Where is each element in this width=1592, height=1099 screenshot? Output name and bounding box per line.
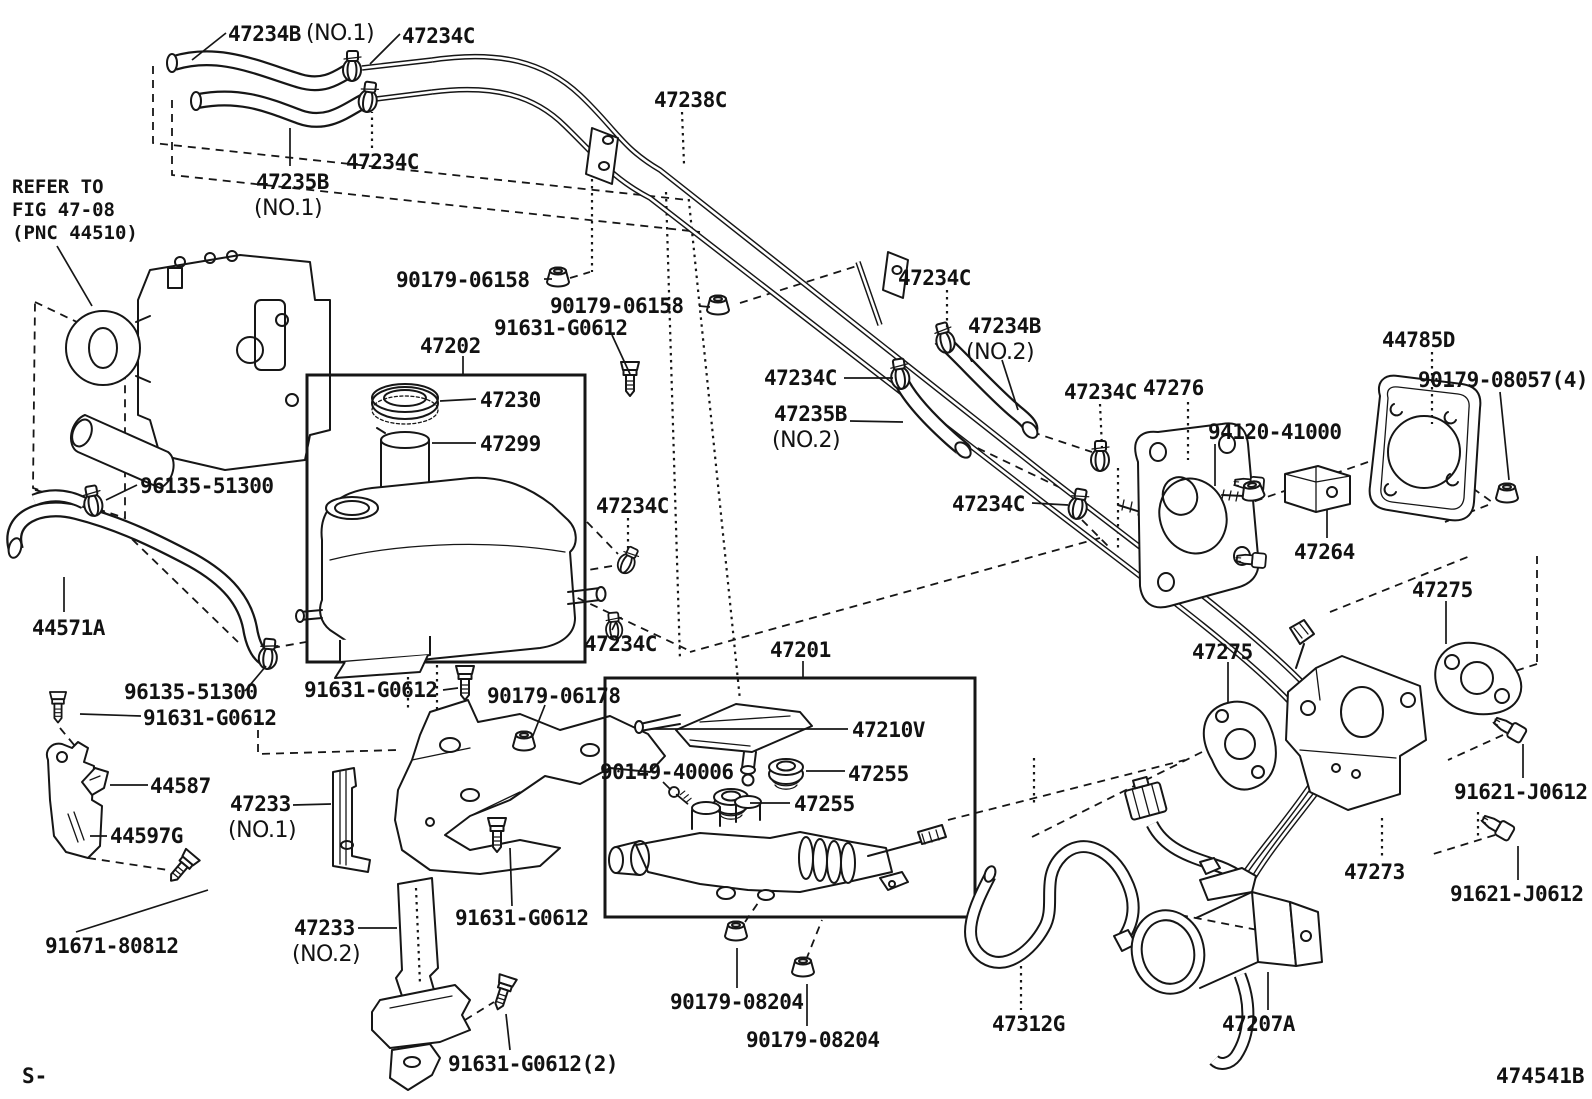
construction-dashes — [32, 66, 1538, 1021]
gasket-47275-right — [1434, 641, 1523, 716]
clamp-47234c-e — [1090, 440, 1110, 472]
hoses-47234b-47235b-no1 — [166, 50, 433, 128]
hose-44571a — [6, 489, 272, 668]
gasket-44785d — [1368, 374, 1482, 522]
connector-plug — [1124, 776, 1168, 821]
master-cylinder-body — [608, 795, 947, 901]
abs-actuator-drawing — [65, 250, 331, 489]
bracket-44597g — [46, 741, 103, 859]
nut-90179-08204-a — [724, 920, 748, 942]
clamp-47234c-b — [356, 79, 381, 115]
solenoid-47207a — [1124, 776, 1323, 1070]
sensor-block-47264 — [1221, 465, 1351, 513]
bolt-91631-2 — [488, 973, 518, 1014]
hoses-47234b-47235b-no2 — [890, 332, 1039, 459]
grommet-47255-upper — [768, 758, 804, 791]
bolt-91631-left — [49, 691, 67, 724]
bolt-91621-b — [1477, 810, 1517, 843]
nut-90179-06158-b — [706, 294, 730, 316]
nut-90179-08057 — [1495, 482, 1519, 504]
pin-90149-40006 — [668, 786, 692, 805]
clip-44587 — [81, 767, 109, 796]
clamp-47234c-g — [613, 543, 642, 577]
nut-90179-06178 — [512, 730, 536, 752]
master-cylinder-box-47201 — [603, 676, 977, 919]
bolt-91671-80812 — [163, 847, 201, 888]
bolt-91631-mid — [455, 665, 475, 701]
nut-90179-08204-b — [791, 956, 815, 978]
gasket-47275-left — [1203, 700, 1277, 791]
bracket-47233-no1 — [332, 699, 666, 875]
clamp-47234c-c — [930, 320, 959, 356]
bracket-47273 — [1285, 619, 1427, 811]
gasket-47276 — [1117, 422, 1268, 609]
tube-47312g — [964, 840, 1140, 969]
nut-90179-06158-a — [546, 266, 570, 288]
reservoir-box-47202 — [295, 373, 607, 679]
bracket-47233-no2 — [371, 877, 471, 1091]
leader-lines — [56, 32, 1524, 1051]
clamp-47234c-a — [342, 50, 362, 82]
reservoir-joint-47210v — [634, 703, 813, 787]
bolt-91631-top — [620, 361, 640, 397]
